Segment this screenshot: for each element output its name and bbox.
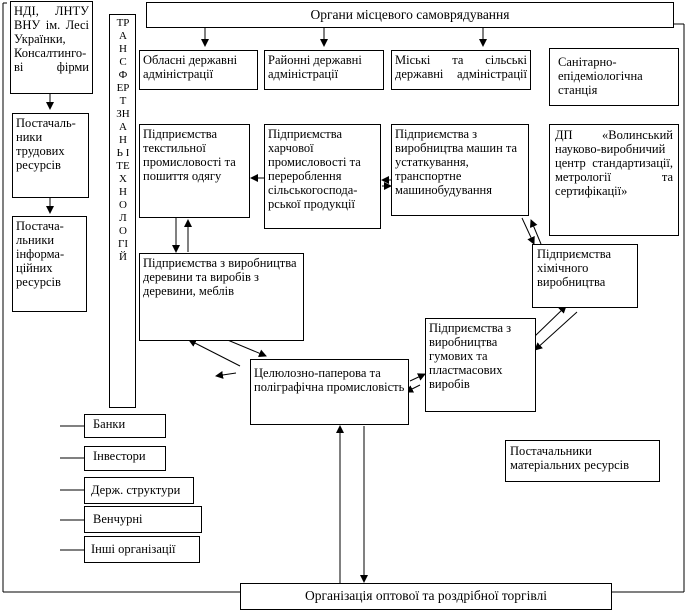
box-wood: Підприємства з виробництва деревини та в…: [139, 253, 304, 341]
box-city-admin: Міські та сільські державні адміністраці…: [391, 50, 531, 90]
tech-transfer-label: ТРАНСФЕРТ ЗНАНЬ І ТЕХНОЛОГІЙ: [116, 17, 130, 263]
box-food: Підприємства харчової промисловості та п…: [264, 124, 381, 229]
box-banks: Банки: [84, 414, 166, 438]
box-dp-volyn: ДП «Волинський науково-виробничий центр …: [549, 124, 679, 236]
box-other-orgs: Інші організації: [84, 536, 200, 563]
box-textile: Підприємства текстильної промисловості т…: [139, 124, 250, 218]
box-venture: Венчурні: [84, 506, 202, 533]
box-info-suppliers: Постача-льники інформа-ційних ресурсів: [12, 216, 87, 312]
box-sanitary: Санітарно-епідеміологічна станція: [549, 48, 679, 106]
arrow-chemical-machinery: [530, 219, 542, 245]
box-district-admin: Районні державні адміністрації: [264, 50, 384, 90]
box-tech-transfer: ТРАНСФЕРТ ЗНАНЬ І ТЕХНОЛОГІЙ: [109, 14, 136, 408]
box-pulp: Целюлозно-паперова та поліграфічна проми…: [250, 359, 409, 425]
box-rubber: Підприємства з виробництва гумових та пл…: [425, 318, 536, 412]
arrow-chemical-rubber: [534, 311, 578, 351]
box-local-government: Органи місцевого самоврядування: [146, 2, 674, 28]
arrow-pulp-rubber: [409, 373, 426, 382]
box-gov-structures: Держ. структури: [84, 477, 194, 504]
box-machinery: Підприємства з виробництва машин та уста…: [391, 124, 529, 216]
box-material-suppliers: Постачальники матеріальних ресурсів: [505, 440, 660, 482]
box-oblast-admin: Обласні державні адміністрації: [139, 50, 258, 90]
box-chemical: Підприємства хімічного виробництва: [532, 244, 638, 308]
box-investors: Інвестори: [84, 446, 166, 471]
arrow-machinery-chemical: [521, 217, 535, 245]
box-trade: Організація оптової та роздрібної торгів…: [240, 583, 612, 610]
box-labor-suppliers: Постачаль-ники трудових ресурсів: [12, 113, 89, 198]
arrow-pulp-wood: [188, 339, 241, 367]
arrow-side-pulp: [215, 371, 237, 379]
box-ndi: НДІ, ЛНТУ ВНУ ім. Лесі Українки, Консалт…: [10, 1, 93, 94]
arrow-rubber-chemical: [534, 305, 567, 337]
